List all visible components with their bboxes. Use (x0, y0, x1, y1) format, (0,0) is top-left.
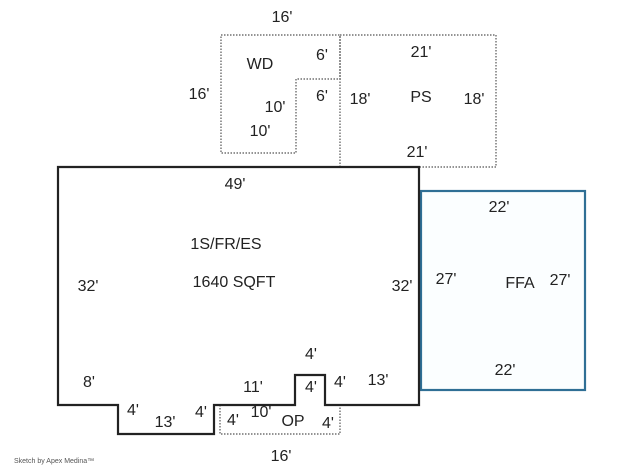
ps-bottom-dim: 21' (406, 144, 428, 161)
ffa-label: FFA (505, 275, 535, 292)
bump-right-dim: 4' (334, 374, 346, 391)
wd-top-dim: 16' (271, 9, 293, 26)
main-house-outline (56, 165, 421, 436)
wd-left-dim: 16' (188, 86, 210, 103)
bump-left-dim: 4' (305, 379, 317, 396)
ps-right-dim: 18' (463, 91, 485, 108)
ffa-top-dim: 22' (488, 199, 510, 216)
op-top-dim: 10' (250, 404, 272, 421)
wd-label: WD (246, 56, 274, 73)
wd-right-lower-dim: 6' (316, 88, 328, 105)
ffa-right-dim: 27' (549, 272, 571, 289)
ffa-outline (419, 189, 587, 392)
ffa-bottom-dim: 22' (494, 362, 516, 379)
main-right-dim: 32' (391, 278, 413, 295)
bump-top-dim: 4' (305, 346, 317, 363)
op-outline (219, 405, 341, 435)
wd-notch-dim: 10' (264, 99, 286, 116)
op-left-dim: 4' (227, 412, 239, 429)
main-left-lower-dim: 8' (83, 374, 95, 391)
right-bottom-dim: 13' (367, 372, 389, 389)
main-label: 1S/FR/ES (190, 236, 262, 253)
main-left-dim: 32' (77, 278, 99, 295)
main-top-dim: 49' (224, 176, 246, 193)
ps-outline (339, 34, 497, 168)
op-right-dim: 4' (322, 415, 334, 432)
op-label: OP (281, 413, 305, 430)
step-right-dim: 4' (195, 404, 207, 421)
ps-top-dim: 21' (410, 44, 432, 61)
ps-label: PS (410, 89, 432, 106)
op-bottom-dim: 16' (270, 448, 292, 465)
wd-outline (220, 34, 341, 154)
step-left-dim: 4' (127, 402, 139, 419)
ffa-left-dim: 27' (435, 271, 457, 288)
step-bottom-dim: 13' (154, 414, 176, 431)
wd-right-upper-dim: 6' (316, 47, 328, 64)
wd-bottom-dim: 10' (249, 123, 271, 140)
ps-left-dim: 18' (349, 91, 371, 108)
mid-bottom-dim: 11' (243, 379, 263, 396)
main-area: 1640 SQFT (192, 274, 276, 291)
sketch-credit: Sketch by Apex Medina™ (14, 458, 95, 465)
